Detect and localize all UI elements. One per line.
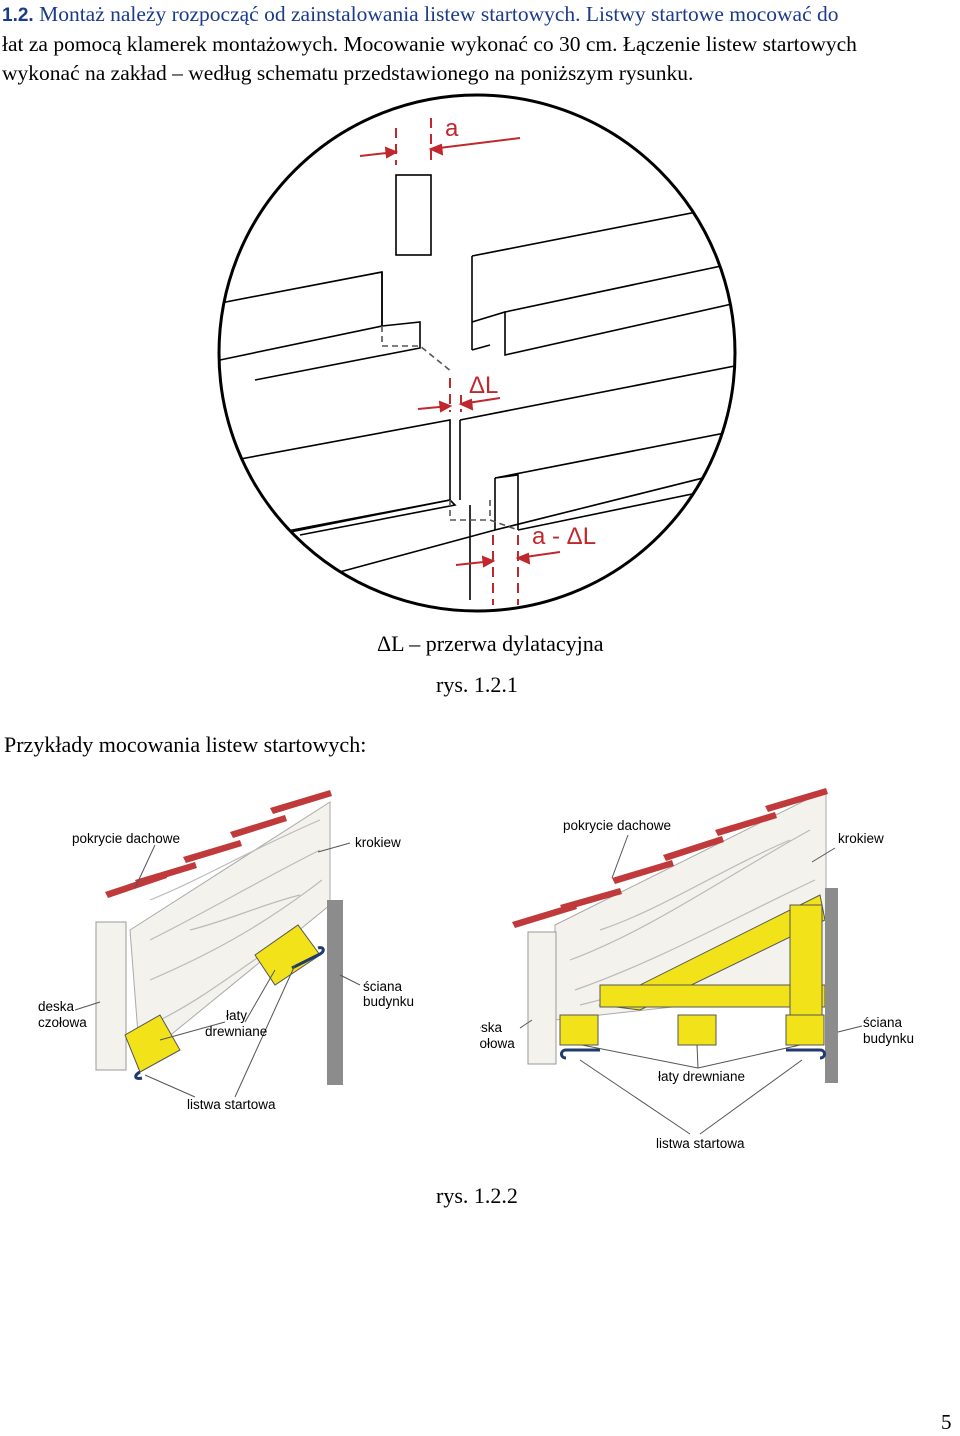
label-fascia-left-1: deska [38,999,75,1014]
label-rafter-left: krokiew [355,835,401,850]
label-fascia-right-2: czołowa [480,1036,515,1051]
dilatation-legend: ΔL – przerwa dylatacyjna [377,631,604,656]
label-battens-right: łaty drewniane [658,1069,745,1084]
intro-line-1: 1.2. Montaż należy rozpocząć od zainstal… [2,0,958,30]
intro-text-1: Montaż należy rozpocząć od zainstalowani… [39,2,839,26]
figure1-caption: rys. 1.2.1 [436,672,518,697]
label-roof-cover-left: pokrycie dachowe [72,831,180,846]
batten-right-1 [559,1014,599,1046]
label-wall-right-1: ściana [863,1015,903,1030]
dimension-a-label: a [445,115,459,142]
figure2-caption: rys. 1.2.2 [436,1183,518,1208]
intro-line-2: łat za pomocą klamerek montażowych. Moco… [2,32,857,56]
starter-strip-lower-left [249,499,457,541]
section-number: 1.2. [2,5,34,26]
label-battens-left-2: drewniane [205,1024,267,1039]
fascia-board-left [95,921,127,1071]
label-rafter-right: krokiew [838,831,884,846]
page-number: 5 [941,1410,952,1434]
building-wall-left [327,900,343,1085]
starter-strip-right-2 [786,1048,826,1060]
starter-strip-middle [234,419,451,541]
label-fascia-left-2: czołowa [38,1015,87,1030]
batten-right-2 [677,1014,717,1046]
starter-strip-right-1 [560,1048,600,1060]
label-roof-cover-right: pokrycie dachowe [563,818,671,833]
detail-circle [217,93,737,613]
starter-strip-left-1 [291,946,325,970]
overlap-joint-diagram: a ΔL a - ΔL [217,93,737,613]
fastening-slot [395,174,432,256]
label-wall-left-2: budynku [363,994,414,1009]
roof-cover-right [512,788,828,928]
label-battens-left-1: łaty [226,1008,247,1023]
mounting-example-right: pokrycie dachowe krokiew deska czołowa ł… [480,788,914,1151]
intro-line-3: wykonać na zakład – według schematu prze… [2,61,694,85]
mounting-example-left: pokrycie dachowe krokiew deska czołowa ł… [38,790,414,1112]
roof-cover-left [105,790,332,898]
label-starter-right: listwa startowa [656,1136,745,1151]
label-starter-left: listwa startowa [187,1097,276,1112]
building-wall-right [825,888,838,1083]
examples-heading: Przykłady mocowania listew startowych: [4,732,367,757]
label-wall-right-2: budynku [863,1031,914,1046]
batten-right-3 [785,1014,825,1046]
starter-strip-left-2 [134,1070,143,1080]
truss-vertical [789,904,823,1016]
dimension-a-minus-dl-label: a - ΔL [532,523,596,550]
label-wall-left-1: ściana [363,979,403,994]
batten-left-2 [124,1014,181,1073]
intro-paragraph: 1.2. Montaż należy rozpocząć od zainstal… [2,0,958,88]
fascia-board-right [527,931,557,1065]
dimension-dl-label: ΔL [469,372,498,399]
label-fascia-right-1: deska [480,1020,503,1035]
